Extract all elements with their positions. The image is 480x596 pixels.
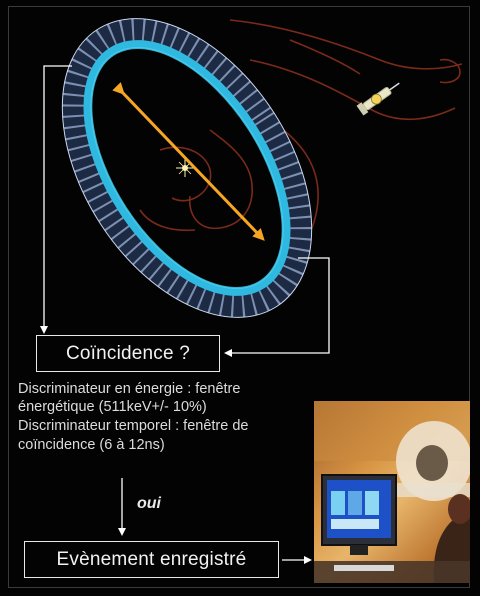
criteria-line-energy-window: énergétique (511keV+/- 10%)	[18, 399, 207, 415]
annihilation-point-icon	[176, 159, 194, 177]
panel-border	[8, 6, 470, 588]
gamma-line	[112, 82, 265, 241]
event-recorded-box: Evènement enregistré	[24, 541, 279, 578]
criteria-line-energy: Discriminateur en énergie : fenêtre	[18, 381, 241, 397]
criteria-line-time: Discriminateur temporel : fenêtre de	[18, 418, 249, 434]
yes-label: oui	[137, 495, 161, 512]
criteria-line-time-window: coïncidence (6 à 12ns)	[18, 437, 165, 453]
syringe-icon	[356, 82, 400, 116]
pet-scanner-photo	[314, 401, 470, 583]
right-detector-arrow	[224, 257, 330, 357]
left-detector-arrow	[40, 65, 72, 334]
coincidence-box: Coïncidence ?	[36, 335, 220, 372]
detector-ring	[61, 18, 313, 318]
